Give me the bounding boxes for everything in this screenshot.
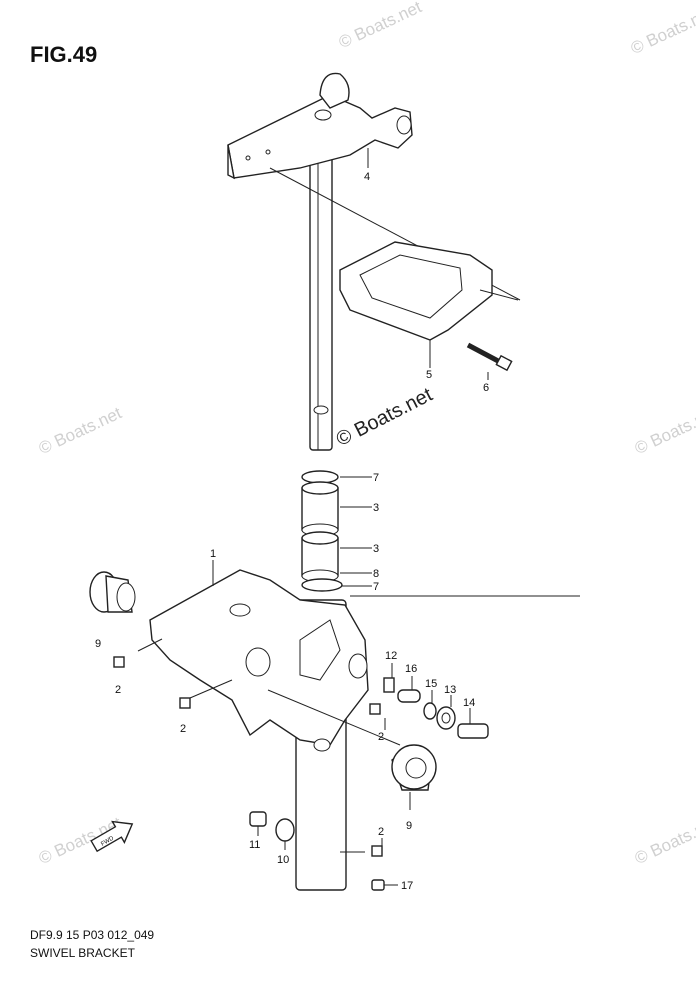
callout-9: 9: [406, 820, 412, 832]
callout-9: 9: [95, 638, 101, 650]
callout-3: 3: [373, 502, 379, 514]
callout-16: 16: [405, 663, 417, 675]
callout-5: 5: [426, 369, 432, 381]
callout-10: 10: [277, 854, 289, 866]
bushing-stack: [301, 470, 372, 592]
forward-arrow-icon: FWD: [90, 820, 134, 853]
callout-1: 1: [210, 548, 216, 560]
part-9-flange-bushing-right: [391, 744, 437, 810]
figure-title: FIG.49: [30, 42, 98, 67]
callout-11: 11: [249, 839, 260, 851]
part-6-bolt: [466, 342, 513, 380]
lock-assembly: [383, 663, 489, 739]
callout-2: 2: [115, 684, 121, 696]
part-9-flange-bushing-left: [89, 571, 136, 613]
callout-7: 7: [373, 472, 379, 484]
lower-parts: [249, 811, 398, 891]
figure-caption: SWIVEL BRACKET: [30, 946, 135, 960]
callout-2: 2: [378, 826, 384, 838]
part-2-screws: [113, 656, 386, 857]
callout-4: 4: [364, 171, 370, 183]
callout-2: 2: [180, 723, 186, 735]
callout-8: 8: [373, 568, 379, 580]
callout-2: 2: [378, 731, 384, 743]
callout-7: 7: [373, 581, 379, 593]
part-4-steering-bracket: [227, 72, 521, 451]
callout-14: 14: [463, 697, 475, 709]
part-1-swivel-bracket: [137, 560, 580, 891]
callout-12: 12: [385, 650, 397, 662]
callout-15: 15: [425, 678, 437, 690]
callout-3: 3: [373, 543, 379, 555]
part-5-handle-grip: [339, 241, 519, 368]
drawing-code: DF9.9 15 P03 012_049: [30, 928, 155, 942]
callout-13: 13: [444, 684, 456, 696]
callout-17: 17: [401, 880, 413, 892]
callout-6: 6: [483, 382, 489, 394]
